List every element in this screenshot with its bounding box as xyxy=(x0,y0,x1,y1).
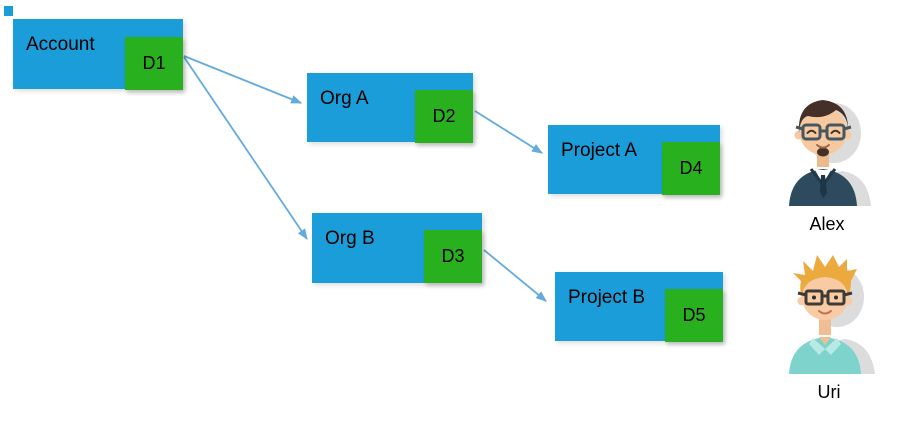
deployment-badge-d5[interactable]: D5 xyxy=(665,289,723,342)
node-label: Project A xyxy=(561,140,638,161)
stray-blue-fragment xyxy=(4,6,13,16)
node-org-b[interactable]: Org B D3 xyxy=(312,213,482,283)
arrow-account-to-org-a xyxy=(183,55,303,104)
node-account[interactable]: Account D1 xyxy=(13,19,183,90)
user-alex: Alex xyxy=(779,91,875,235)
arrow-org-a-to-project-a xyxy=(474,110,543,154)
deployment-badge-d1[interactable]: D1 xyxy=(125,37,183,90)
node-label: Org A xyxy=(320,88,369,109)
user-uri: Uri xyxy=(781,249,877,403)
user-name-label: Alex xyxy=(809,214,845,234)
arrow-org-b-to-project-b xyxy=(483,249,547,302)
node-label: Org B xyxy=(325,228,375,249)
node-project-b[interactable]: Project B D5 xyxy=(555,272,723,342)
deployment-badge-d3[interactable]: D3 xyxy=(424,230,482,283)
node-org-a[interactable]: Org A D2 xyxy=(307,73,473,143)
deployment-badge-d4[interactable]: D4 xyxy=(662,142,720,195)
arrow-account-to-org-b xyxy=(183,56,308,240)
node-label: Account xyxy=(26,34,95,55)
node-project-a[interactable]: Project A D4 xyxy=(548,125,720,195)
user-name-label: Uri xyxy=(817,382,841,402)
deployment-badge-d2[interactable]: D2 xyxy=(415,90,473,143)
alex-avatar-icon xyxy=(789,100,871,206)
node-label: Project B xyxy=(568,287,646,308)
uri-avatar-icon xyxy=(789,255,875,374)
